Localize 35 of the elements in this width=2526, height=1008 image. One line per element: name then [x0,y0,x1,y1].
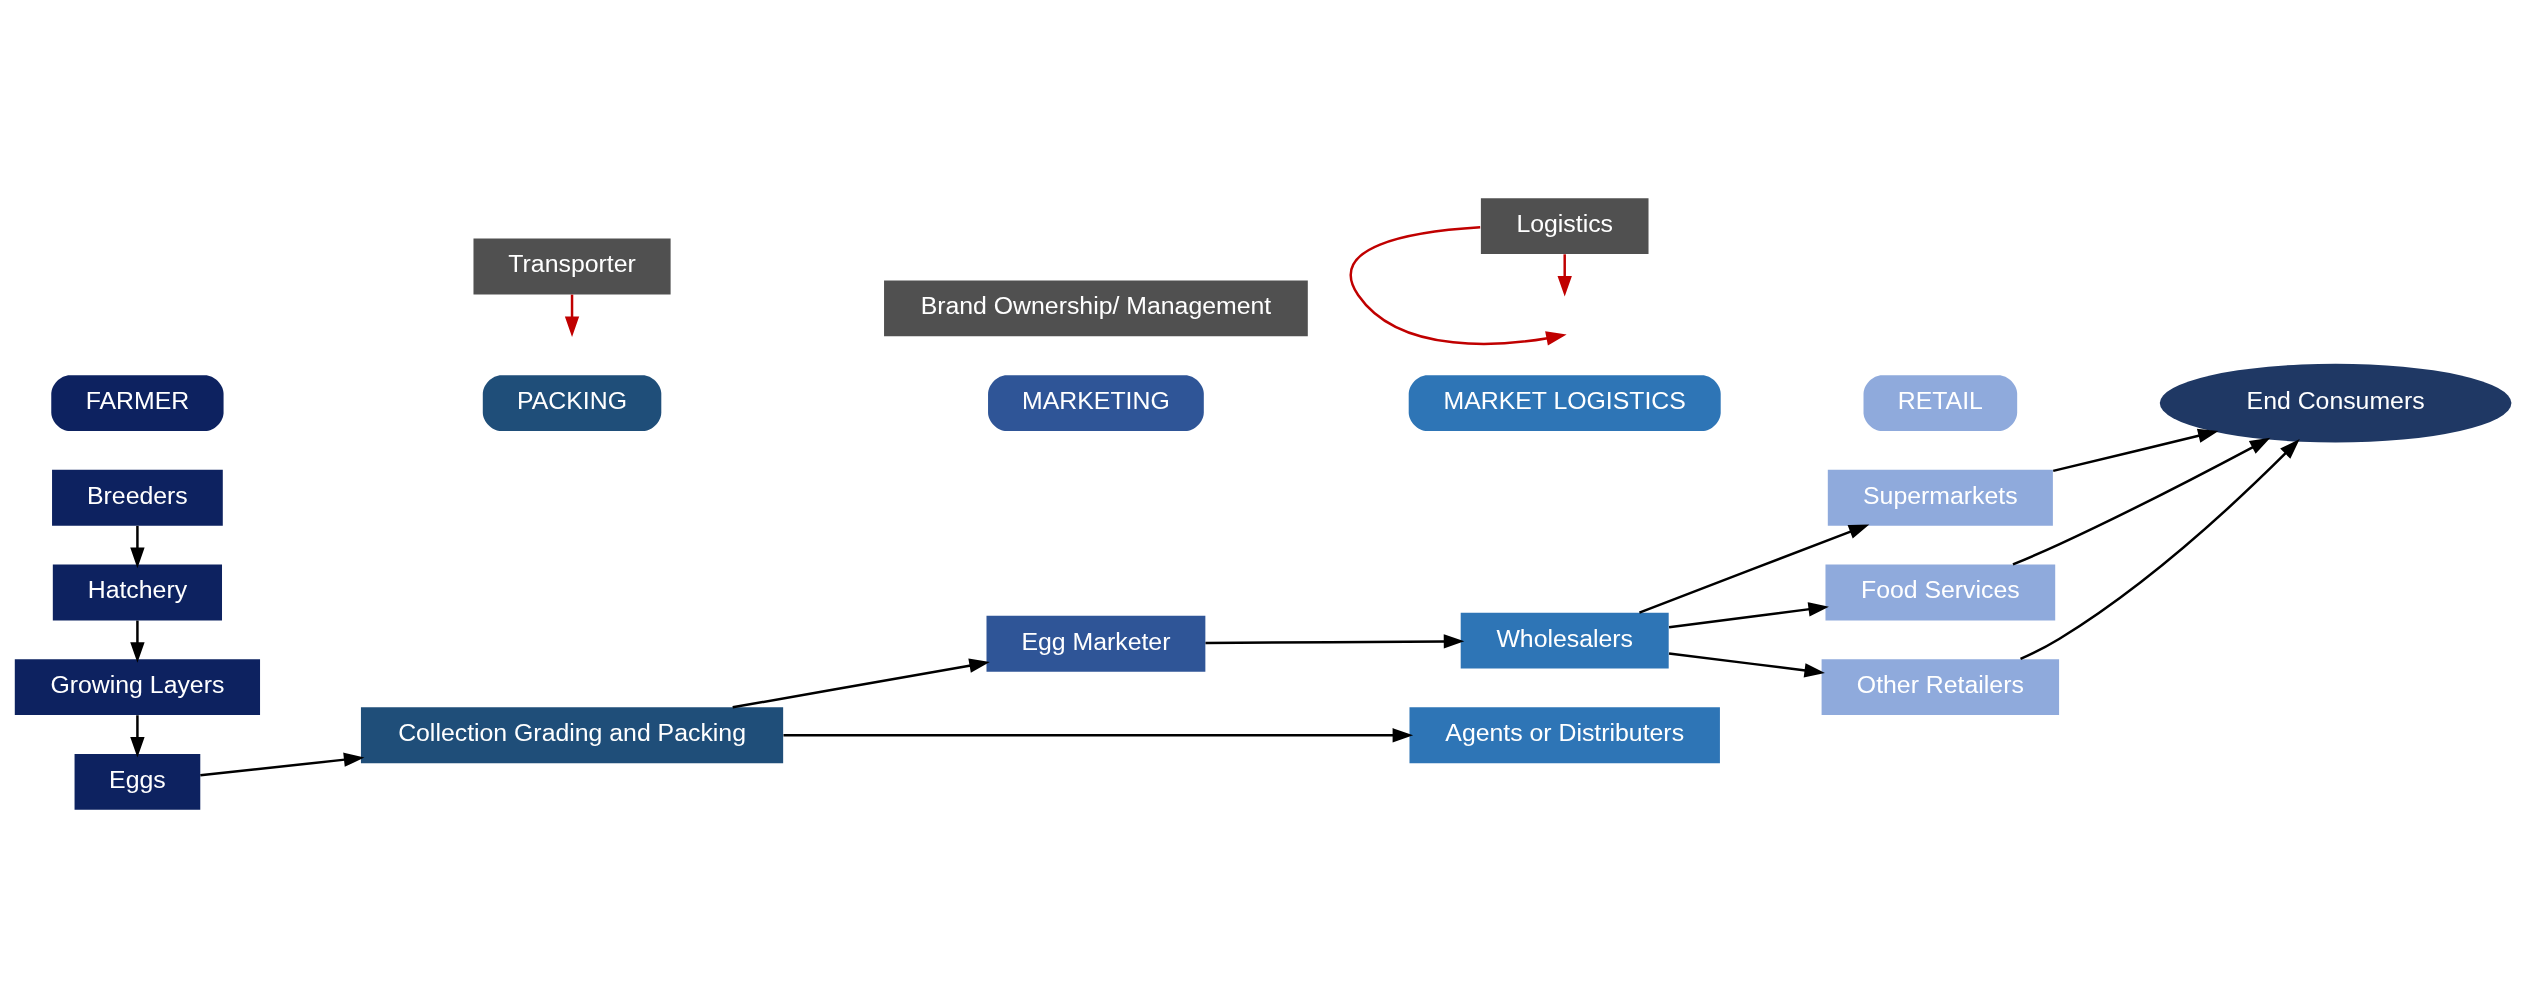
arrow [200,752,365,777]
node-box: RETAIL [1863,375,2018,432]
node-box: Agents or Distributers [1409,707,1720,764]
node-box: PACKING [482,375,662,432]
node-box: Other Retailers [1821,659,2060,716]
arrow [1638,524,1870,614]
arrow [732,658,990,709]
node-box: MARKETING [988,375,1204,432]
arrow [564,294,580,337]
arrow [1349,226,1567,346]
arrow [130,525,145,569]
node-box: Eggs [74,753,201,810]
arrow [2012,437,2271,566]
arrow [130,715,145,758]
node-box: Wholesalers [1460,612,1669,669]
arrow [1557,254,1572,297]
node-box: Logistics [1480,198,1649,255]
node-box: MARKET LOGISTICS [1408,375,1721,432]
node-box: Egg Marketer [986,615,1206,672]
arrow [1668,652,1825,678]
node-box: Supermarkets [1827,469,2053,526]
arrow [1668,602,1829,629]
node-box: Growing Layers [14,659,261,716]
arrow [1205,634,1465,649]
node-box: Breeders [52,469,223,526]
arrow [2020,439,2300,661]
node-box: Food Services [1825,564,2056,621]
node-box: Collection Grading and Packing [360,707,784,764]
node-box: Transporter [473,238,671,295]
node-box: Hatchery [52,564,222,621]
arrow [783,728,1414,743]
node-box: Brand Ownership/ Management [884,280,1308,337]
node-box: FARMER [51,375,224,432]
arrow [130,620,145,663]
arrow [2052,428,2219,473]
